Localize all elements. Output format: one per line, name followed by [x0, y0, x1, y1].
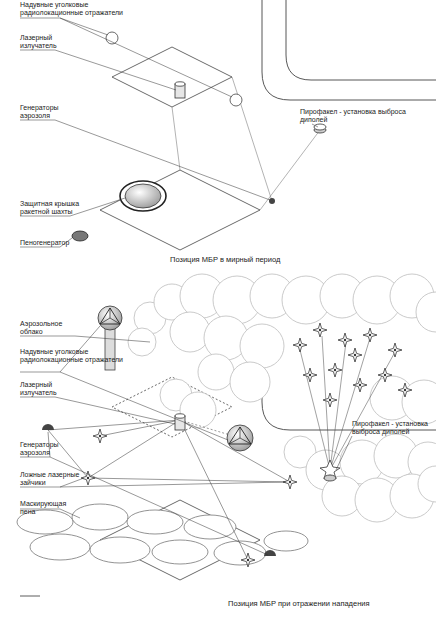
reflector-corner [110, 318, 120, 324]
leader-line [20, 120, 270, 200]
callout-label: Лазерный излучатель [20, 34, 80, 50]
laser-beam [88, 420, 180, 478]
leader-line [20, 18, 108, 35]
panel-caption: Позиция МБР в мирный период [170, 256, 370, 264]
dipole-flash [398, 383, 412, 397]
laser-beam [48, 430, 88, 478]
foam-puff [72, 504, 128, 530]
leader-line [60, 18, 232, 97]
reflector-corner [240, 438, 251, 444]
leader-line [336, 436, 352, 470]
foam-puff [214, 541, 266, 565]
cloud-puff [418, 466, 436, 502]
dipole-flash [353, 378, 367, 392]
dipole-flash [328, 363, 342, 377]
cloud-puff [416, 292, 436, 332]
leader-line [20, 50, 176, 90]
rule-mark [20, 596, 40, 597]
dipole-flash [348, 348, 362, 362]
foam-puff [264, 531, 308, 551]
aerosol-generator [42, 424, 54, 430]
callout-label: Пирофакел - установка выброса диполей [352, 420, 434, 436]
reflector-folded [230, 94, 242, 106]
callout-label: Генераторы аэрозоля [20, 104, 80, 120]
cloud-puff [198, 354, 234, 390]
leader-line [60, 372, 228, 440]
road-edge [262, 0, 436, 100]
dipole-flash [338, 333, 352, 347]
cloud-puff [128, 328, 156, 356]
callout-label: Надувные уголковые радиолокационные отра… [20, 1, 125, 17]
reflector-mast [105, 328, 115, 370]
callout-label: Генераторы аэрозоля [20, 441, 80, 457]
cable-line [172, 107, 180, 170]
dipole-flash [388, 343, 402, 357]
callout-label: Пеногенератор [20, 239, 90, 247]
cloud-puff [402, 380, 436, 424]
pyro-launcher-top [314, 124, 326, 130]
false-laser-spot [93, 429, 107, 443]
aerosol-generator [269, 198, 275, 204]
dipole-flash [323, 393, 337, 407]
laser-pad [112, 47, 232, 107]
laser-emitter-top [175, 414, 185, 418]
foam-puff [127, 510, 183, 534]
callout-label: Лазерный излучатель [20, 381, 80, 397]
reflector-corner [229, 427, 251, 444]
leader-line [20, 198, 125, 216]
reflector-folded [106, 32, 118, 44]
laser-beam [48, 420, 180, 430]
reflector-corner [240, 427, 241, 438]
leader-line [312, 124, 318, 127]
inflated-reflector [98, 306, 122, 330]
foam-generator [72, 231, 88, 241]
callout-label: Ложные лазерные зайчики [20, 471, 80, 487]
foam-puff [30, 534, 90, 560]
silo-ring [120, 181, 166, 211]
silo-pad [100, 170, 260, 250]
dipole-flash [313, 323, 327, 337]
silo-lid [125, 184, 161, 208]
pyro-launcher [324, 475, 336, 481]
callout-label: Аэрозольное облако [20, 320, 80, 336]
callout-label: Защитная крышка ракетной шахты [20, 200, 95, 216]
laser-emitter-top [175, 82, 185, 86]
laser-beam [88, 478, 290, 482]
dipole-flash [303, 368, 317, 382]
road-edge [286, 0, 436, 80]
reflector-corner [100, 318, 110, 324]
dipole-flash [363, 328, 377, 342]
callout-label: Пирофакел - установка выброса диполей [300, 108, 410, 124]
false-laser-spot [241, 553, 255, 567]
reflector-corner [229, 438, 240, 444]
leader-line [20, 397, 175, 424]
reflector-corner [100, 308, 120, 324]
leader-line [50, 457, 268, 555]
cloud-puff [230, 362, 270, 402]
foam-puff [152, 540, 208, 564]
cloud-puff [170, 312, 210, 352]
dipole-flash [378, 368, 392, 382]
inflated-reflector [227, 425, 253, 451]
false-laser-spot [81, 471, 95, 485]
cable-line [260, 130, 320, 210]
dipole-trail [300, 350, 330, 470]
aerosol-generator [264, 550, 276, 556]
dipole-flash [293, 338, 307, 352]
foam-puff [90, 537, 150, 563]
cloud-puff [240, 324, 284, 368]
leader-line [60, 482, 286, 487]
laser-beam [180, 420, 290, 482]
leader-line [20, 336, 150, 342]
panel-caption: Позиция МБР при отражении нападения [228, 600, 433, 608]
dipole-trail [330, 342, 346, 470]
dipole-trail [330, 338, 370, 470]
callout-label: Маскирующая пена [20, 500, 80, 516]
reflector-corner [110, 308, 111, 318]
foam-puff [184, 515, 236, 539]
callout-label: Надувные уголковые радиолокационные отра… [20, 348, 125, 364]
